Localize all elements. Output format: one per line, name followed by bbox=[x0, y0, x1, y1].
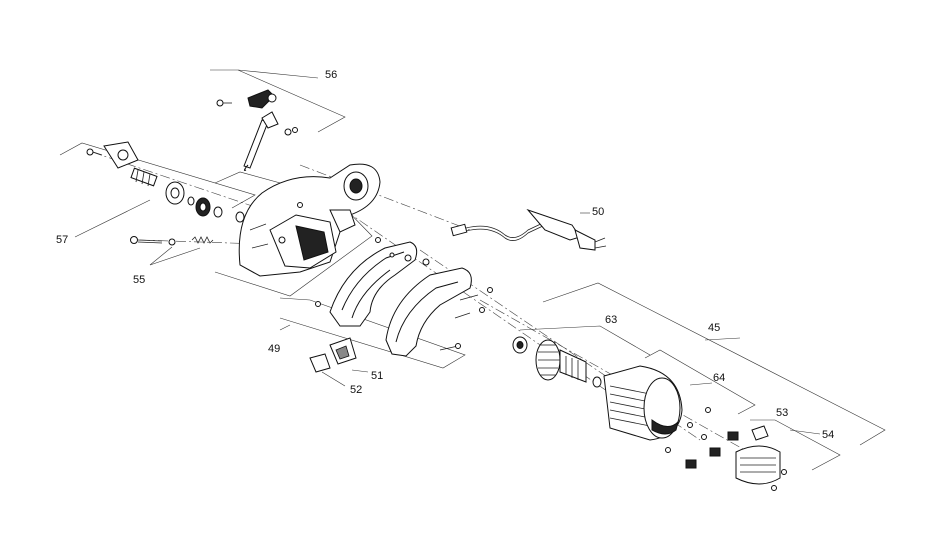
callout-64: 64 bbox=[713, 372, 725, 384]
callout-50: 50 bbox=[592, 206, 604, 218]
leader-lines bbox=[279, 212, 590, 387]
callout-63: 63 bbox=[605, 314, 617, 326]
callout-51: 51 bbox=[371, 370, 383, 382]
callout-54: 54 bbox=[822, 429, 834, 441]
callout-52: 52 bbox=[350, 384, 362, 396]
callout-45: 45 bbox=[708, 322, 720, 334]
handle-half-49 bbox=[315, 237, 430, 327]
group-bracket-57 bbox=[59, 142, 256, 238]
callout-53: 53 bbox=[776, 407, 788, 419]
motor-housing-64 bbox=[603, 365, 711, 453]
callout-49: 49 bbox=[268, 343, 280, 355]
blade-guard-housing bbox=[238, 163, 381, 277]
group-bracket-54 bbox=[750, 419, 841, 471]
callout-56: 56 bbox=[325, 69, 337, 81]
lever-assembly-56 bbox=[216, 89, 298, 171]
callout-labels: 56 57 55 50 49 51 52 63 45 64 53 54 bbox=[56, 69, 834, 441]
bolt-spring-55 bbox=[130, 236, 214, 266]
callout-57: 57 bbox=[56, 234, 68, 246]
brush-parts-53-54 bbox=[685, 425, 787, 491]
group-bracket-63 bbox=[519, 325, 651, 356]
callout-55: 55 bbox=[133, 274, 145, 286]
group-bracket-64 bbox=[644, 349, 756, 415]
spindle-assembly-57 bbox=[86, 141, 245, 223]
group-bracket-main-housing bbox=[214, 171, 466, 369]
group-bracket-56 bbox=[210, 69, 346, 133]
group-bracket-45 bbox=[542, 282, 886, 446]
power-cord-50 bbox=[450, 208, 607, 251]
handle-half-outer bbox=[385, 267, 493, 357]
switch-parts-51-52 bbox=[309, 337, 357, 373]
armature-63 bbox=[512, 336, 602, 388]
